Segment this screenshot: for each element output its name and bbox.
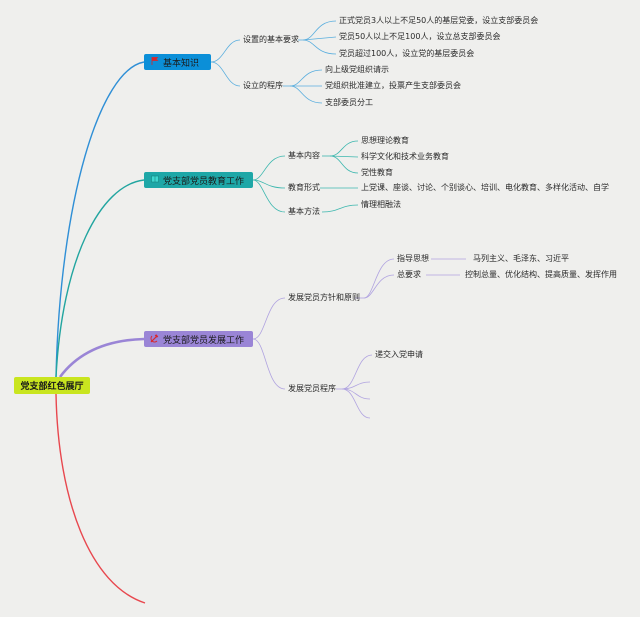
leaf-text[interactable]: 情理相融法 — [361, 200, 401, 209]
hammer-sickle-icon — [150, 333, 159, 345]
branch-label: 党支部党员教育工作 — [163, 176, 245, 187]
topic-basic-requirements[interactable]: 设置的基本要求 — [243, 35, 299, 44]
connector-branch-3 — [58, 337, 145, 378]
leaf-text[interactable]: 科学文化和技术业务教育 — [361, 152, 449, 161]
branch-label: 党支部党员发展工作 — [163, 335, 245, 346]
branch-basic-knowledge[interactable]: 基本知识 — [144, 54, 211, 70]
leaf-text[interactable]: 支部委员分工 — [325, 98, 373, 107]
topic-policy-principles[interactable]: 发展党员方针和原则 — [288, 293, 360, 302]
leaf-text[interactable]: 党员50人以上不足100人，设立总支部委员会 — [339, 32, 501, 41]
topic-general-requirements[interactable]: 总要求 — [397, 270, 421, 279]
book-icon — [150, 175, 159, 185]
branch-member-development[interactable]: 党支部党员发展工作 — [144, 331, 253, 347]
leaf-text[interactable]: 思想理论教育 — [361, 136, 409, 145]
connector-branch-2 — [55, 179, 145, 378]
topic-setup-procedure[interactable]: 设立的程序 — [243, 81, 283, 90]
topic-guiding-ideology[interactable]: 指导思想 — [397, 254, 429, 263]
branch-member-education[interactable]: 党支部党员教育工作 — [144, 172, 253, 188]
leaf-text[interactable]: 递交入党申请 — [375, 350, 423, 359]
leaf-text[interactable]: 马列主义、毛泽东、习近平 — [473, 254, 569, 263]
leaf-text[interactable]: 党组织批准建立，投票产生支部委员会 — [325, 81, 461, 90]
leaf-text[interactable]: 向上级党组织请示 — [325, 65, 389, 74]
leaf-text[interactable]: 控制总量、优化结构、提高质量、发挥作用 — [465, 270, 617, 279]
root-label: 党支部红色展厅 — [20, 382, 84, 392]
leaf-text[interactable]: 党员超过100人，设立党的基层委员会 — [339, 49, 475, 58]
topic-development-procedure[interactable]: 发展党员程序 — [288, 384, 336, 393]
flag-icon — [150, 57, 159, 67]
leaf-text[interactable]: 上党课、座谈、讨论、个别谈心、培训、电化教育、多样化活动、自学 — [361, 183, 609, 192]
leaf-text[interactable]: 党性教育 — [361, 168, 393, 177]
root-node[interactable]: 党支部红色展厅 — [14, 377, 90, 394]
topic-basic-methods[interactable]: 基本方法 — [288, 207, 320, 216]
topic-education-forms[interactable]: 教育形式 — [288, 183, 320, 192]
connector-branch-4 — [55, 393, 146, 604]
branch-label: 基本知识 — [163, 58, 200, 69]
leaf-text[interactable]: 正式党员3人以上不足50人的基层党委，设立支部委员会 — [339, 16, 539, 25]
topic-basic-content[interactable]: 基本内容 — [288, 151, 320, 160]
connector-branch-1 — [55, 61, 145, 378]
